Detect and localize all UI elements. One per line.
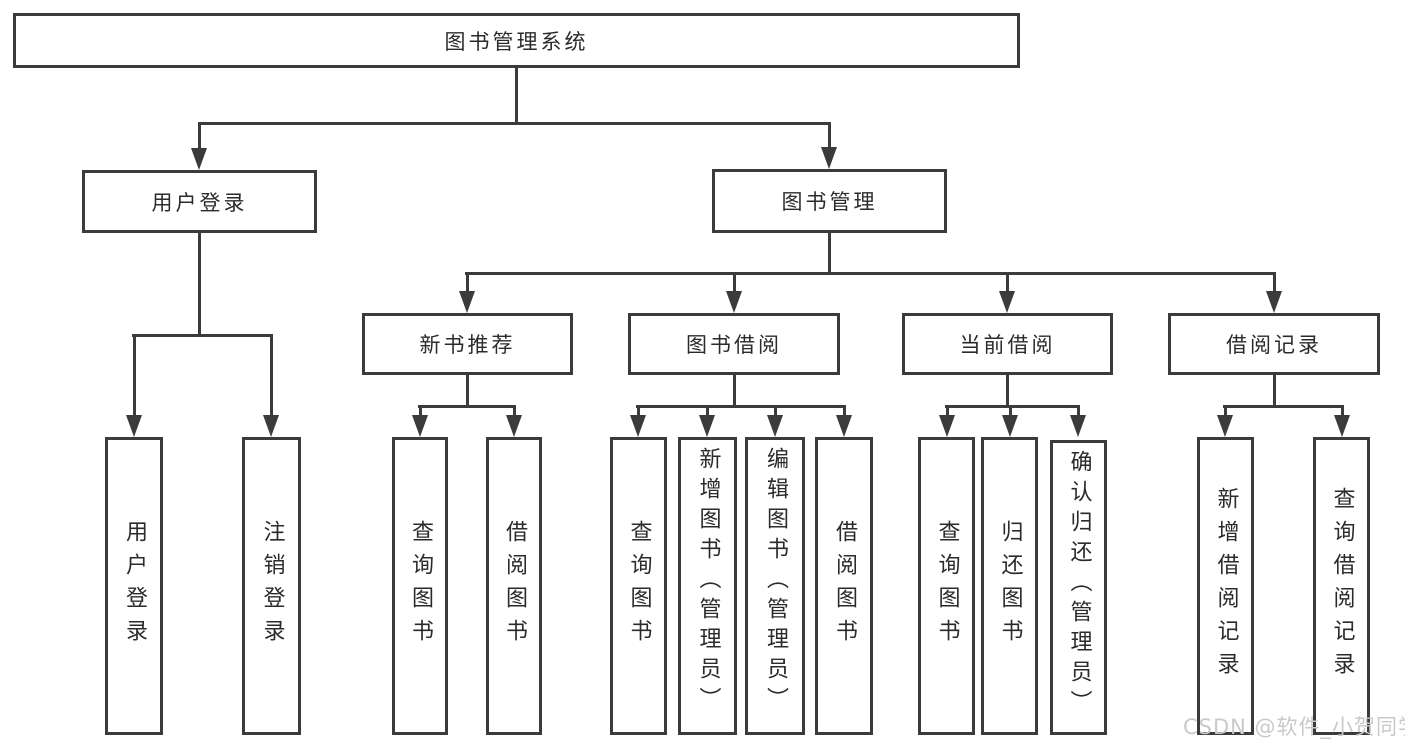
arrow-to-bb-borrow: [836, 405, 852, 437]
arrow-to-cb-query: [939, 405, 955, 437]
root-branch-line: [198, 122, 831, 125]
book-mgmt-trunk-line: [828, 233, 831, 272]
node-user-login: 用户登录: [82, 170, 317, 233]
arrow-to-current-borrow: [999, 272, 1015, 313]
node-book-borrow: 图书借阅: [628, 313, 840, 375]
arrow-to-br-add: [1217, 405, 1233, 437]
node-bb-query: 查询图书: [610, 437, 667, 735]
arrow-to-bb-add: [699, 405, 715, 437]
arrow-to-book-borrow: [726, 272, 742, 313]
node-cb-return: 归还图书: [981, 437, 1038, 735]
arrow-to-new-book: [459, 272, 475, 313]
node-logout: 注销登录: [242, 437, 301, 735]
arrow-to-bb-query: [630, 405, 646, 437]
arrow-to-book-mgmt: [821, 122, 837, 169]
root-trunk-line: [515, 68, 518, 122]
user-login-trunk-line: [198, 233, 201, 334]
current-borrow-trunk-line: [1006, 375, 1009, 405]
book-mgmt-branch-line: [465, 272, 1275, 275]
arrow-to-cb-confirm: [1070, 405, 1086, 437]
node-book-mgmt: 图书管理: [712, 169, 947, 233]
node-new-book: 新书推荐: [362, 313, 573, 375]
arrow-to-nb-borrow: [506, 405, 522, 437]
new-book-branch-line: [418, 405, 516, 408]
arrow-to-login: [126, 334, 142, 437]
node-cb-query: 查询图书: [918, 437, 975, 735]
arrow-to-user-login: [191, 122, 207, 170]
node-br-query: 查询借阅记录: [1313, 437, 1370, 735]
borrow-record-branch-line: [1223, 405, 1344, 408]
csdn-watermark: CSDN @软件_小贺同学: [1183, 715, 1405, 739]
borrow-record-trunk-line: [1273, 375, 1276, 405]
book-borrow-branch-line: [636, 405, 846, 408]
node-bb-borrow: 借阅图书: [815, 437, 873, 735]
current-borrow-branch-line: [945, 405, 1080, 408]
node-cb-confirm: 确认归还（管理员）: [1050, 440, 1107, 735]
node-nb-borrow: 借阅图书: [486, 437, 542, 735]
node-bb-add: 新增图书（管理员）: [678, 437, 737, 735]
arrow-to-cb-return: [1002, 405, 1018, 437]
arrow-to-bb-edit: [767, 405, 783, 437]
arrow-to-br-query: [1334, 405, 1350, 437]
node-root: 图书管理系统: [13, 13, 1020, 68]
user-login-branch-line: [132, 334, 273, 337]
arrow-to-logout: [263, 334, 279, 437]
arrow-to-borrow-record: [1266, 272, 1282, 313]
node-login: 用户登录: [105, 437, 163, 735]
new-book-trunk-line: [466, 375, 469, 405]
node-borrow-record: 借阅记录: [1168, 313, 1380, 375]
book-borrow-trunk-line: [733, 375, 736, 405]
node-current-borrow: 当前借阅: [902, 313, 1113, 375]
node-br-add: 新增借阅记录: [1197, 437, 1254, 735]
node-bb-edit: 编辑图书（管理员）: [745, 437, 805, 735]
node-nb-query: 查询图书: [392, 437, 448, 735]
arrow-to-nb-query: [412, 405, 428, 437]
